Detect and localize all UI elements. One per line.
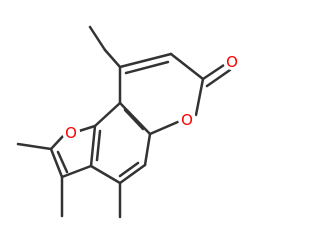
furan-c2-c3-double-bond-inner bbox=[56, 150, 69, 174]
aromatic-inner-1 bbox=[123, 108, 145, 131]
c4a-c8a-bond bbox=[118, 101, 152, 136]
ethyl-ch3-bond bbox=[88, 25, 107, 52]
carbonyl-double-bond bbox=[201, 61, 229, 81]
c7-c6a-bond bbox=[89, 164, 122, 185]
aromatic-inner-3 bbox=[95, 129, 102, 162]
o-furan-c2-bond bbox=[49, 133, 66, 151]
carbonyl-double-bond-second bbox=[205, 68, 232, 88]
o1-c8a-bond bbox=[148, 119, 182, 136]
furan-c3-c3a-bond bbox=[60, 164, 93, 179]
c4-c3-double-bond bbox=[118, 52, 173, 69]
methyl-furan-c2-bond bbox=[16, 142, 53, 151]
c8a-c8-bond bbox=[143, 132, 152, 167]
furan-c2-c3-double-bond bbox=[49, 147, 64, 179]
furan-oxygen-label: O bbox=[65, 124, 77, 142]
c9a-o-furan-bond bbox=[77, 124, 97, 133]
c3-c2-bond bbox=[169, 52, 205, 81]
c8-c7-bond bbox=[118, 163, 147, 185]
c2-o1-bond bbox=[194, 77, 205, 117]
aromatic-inner-2 bbox=[118, 161, 140, 178]
ethyl-ch2-bond bbox=[103, 48, 122, 69]
c4-c3-double-bond-inner bbox=[124, 60, 170, 75]
carbonyl-oxygen-label: O bbox=[226, 53, 238, 71]
c6a-c9a-bond bbox=[89, 124, 97, 168]
bonds bbox=[16, 25, 232, 219]
molecule-structure: O O O bbox=[16, 25, 241, 219]
c4a-c9a-bond bbox=[93, 101, 122, 128]
atoms: O O O bbox=[62, 52, 241, 142]
ring-oxygen-label: O bbox=[181, 111, 193, 129]
